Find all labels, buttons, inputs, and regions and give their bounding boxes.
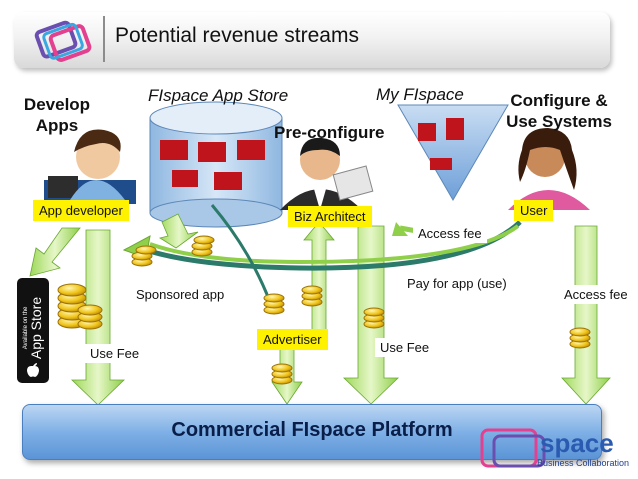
app-store-badge: Available on the App Store (17, 278, 49, 383)
user-person-icon (508, 128, 590, 210)
flow-sponsored-app: Sponsored app (131, 285, 230, 304)
my-fispace-funnel-icon (397, 104, 509, 201)
flow-use-fee-left: Use Fee (85, 344, 145, 363)
role-biz-architect: Biz Architect (288, 206, 372, 227)
brand-word: space (540, 428, 614, 458)
page-title: Potential revenue streams (115, 24, 359, 47)
fispace-logo-icon (34, 20, 92, 62)
heading-app-store: FIspace App Store (148, 86, 289, 105)
flow-access-fee-top: Access fee (413, 224, 487, 243)
app-store-cylinder-icon (149, 101, 283, 228)
apple-icon (27, 363, 39, 377)
title-bar (14, 12, 610, 68)
flow-use-fee-mid: Use Fee (375, 338, 435, 357)
role-app-developer: App developer (33, 200, 129, 221)
platform-label: Commercial FIspace Platform (171, 419, 453, 441)
fispace-brand-logo-icon (480, 428, 546, 468)
title-separator (103, 16, 105, 62)
heading-configure-use: Configure & Use Systems (506, 91, 612, 131)
flow-pay-for-app: Pay for app (use) (402, 274, 512, 293)
heading-develop-apps: Develop Apps (23, 95, 91, 135)
flow-arrows (29, 204, 611, 406)
coin-stacks-icon (57, 235, 591, 385)
biz-architect-person-icon (280, 137, 374, 210)
role-user: User (514, 200, 554, 221)
brand-tagline: Business Collaboration (537, 458, 630, 468)
role-advertiser: Advertiser (257, 329, 328, 350)
heading-my-fispace: My FIspace (376, 85, 464, 104)
heading-pre-configure: Pre-configure (274, 123, 385, 142)
flow-access-fee-right: Access fee (559, 285, 633, 304)
commercial-platform-bar: Commercial FIspace Platform (22, 404, 602, 460)
